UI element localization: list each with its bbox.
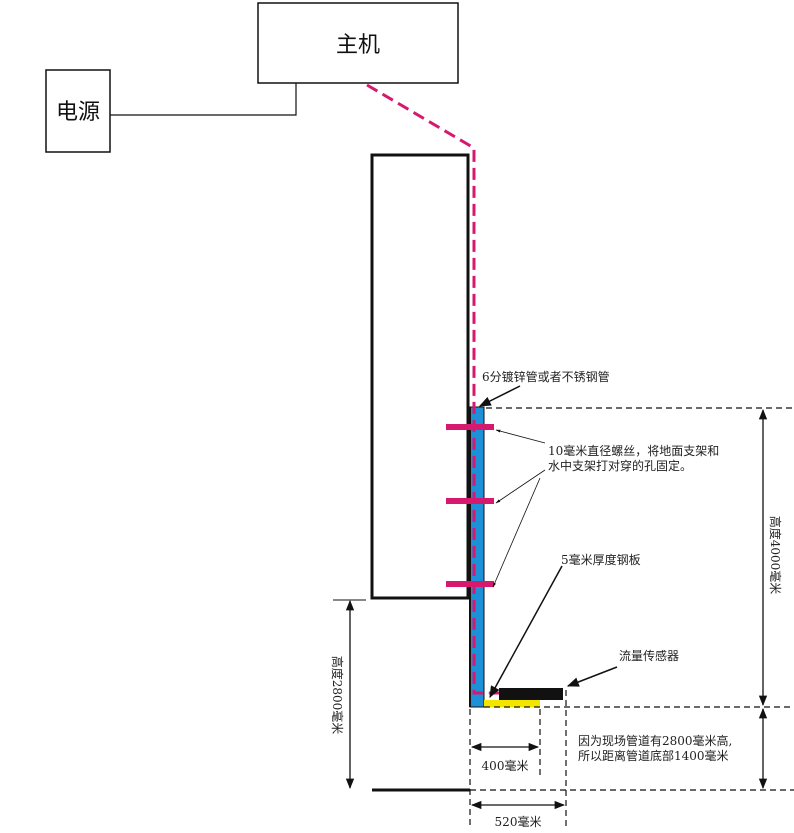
- note-line1: 因为现场管道有2800毫米高,: [578, 733, 732, 748]
- flow-sensor: [499, 688, 563, 700]
- bolt: [446, 498, 494, 504]
- power-label: 电源: [56, 100, 100, 125]
- signal-cable: [366, 83, 500, 695]
- host-box: 主机: [257, 2, 459, 84]
- plate-label: 5毫米厚度钢板: [561, 552, 641, 567]
- bolt: [446, 581, 494, 587]
- steel-plate: [484, 700, 540, 707]
- screw-label-line1: 10毫米直径螺丝，将地面支架和: [548, 443, 719, 458]
- power-cable: [110, 83, 297, 116]
- screw-label-line2: 水中支架打对穿的孔固定。: [548, 458, 692, 473]
- width-520-label: 520毫米: [495, 814, 542, 829]
- width-400-label: 400毫米: [482, 758, 529, 773]
- pipe-label: 6分镀锌管或者不锈钢管: [482, 369, 610, 384]
- power-box: 电源: [45, 69, 111, 153]
- height-4000-label: 高度4000毫米: [768, 516, 783, 595]
- steel-pipe: [469, 406, 485, 708]
- ground-support-frame: [370, 153, 470, 600]
- host-label: 主机: [336, 33, 380, 58]
- height-2800-label: 高度2800毫米: [330, 656, 345, 735]
- sensor-label: 流量传感器: [619, 648, 679, 663]
- dimension-arrows: [345, 408, 768, 810]
- leader-arrows: [478, 385, 618, 699]
- note-line2: 所以距离管道底部1400毫米: [578, 748, 729, 763]
- bolt: [446, 424, 494, 430]
- reference-lines: [469, 407, 794, 826]
